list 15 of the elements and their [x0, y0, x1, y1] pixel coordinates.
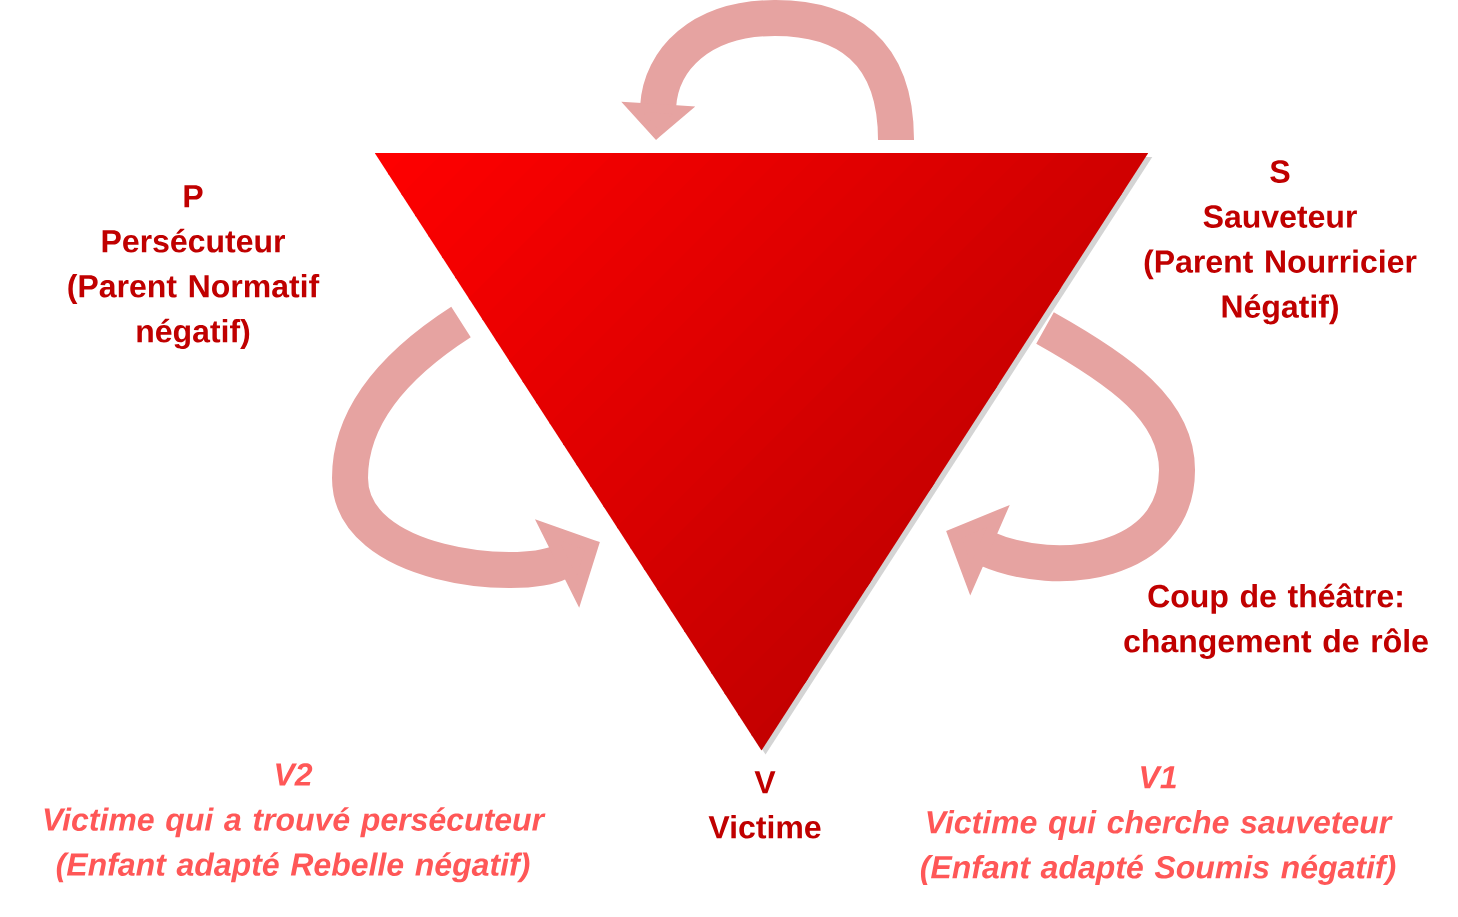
role-letter: P	[184, 185, 203, 208]
role-letter: S	[1270, 160, 1290, 183]
role-letter: V2	[276, 763, 313, 786]
role-letter: V	[754, 771, 776, 794]
role-name: Victime qui cherche sauveteur	[927, 810, 1393, 840]
role-description: (Parent Nourricier Négatif)	[1144, 249, 1417, 325]
role-description: (Enfant adapté Rebelle négatif)	[56, 852, 530, 883]
role-name: Persécuteur	[102, 228, 285, 253]
role-description: (Parent Normatif négatif)	[68, 274, 320, 350]
role-name: Victime	[708, 815, 821, 839]
annotation: Coup de théâtre: changement de rôle	[1124, 583, 1428, 659]
role-description: (Enfant adapté Soumis négatif)	[920, 854, 1396, 885]
role-name: Sauveteur	[1203, 205, 1357, 228]
role-letter: V1	[1141, 766, 1176, 789]
role-name: Victime qui a trouvé persécuteur	[44, 807, 546, 838]
